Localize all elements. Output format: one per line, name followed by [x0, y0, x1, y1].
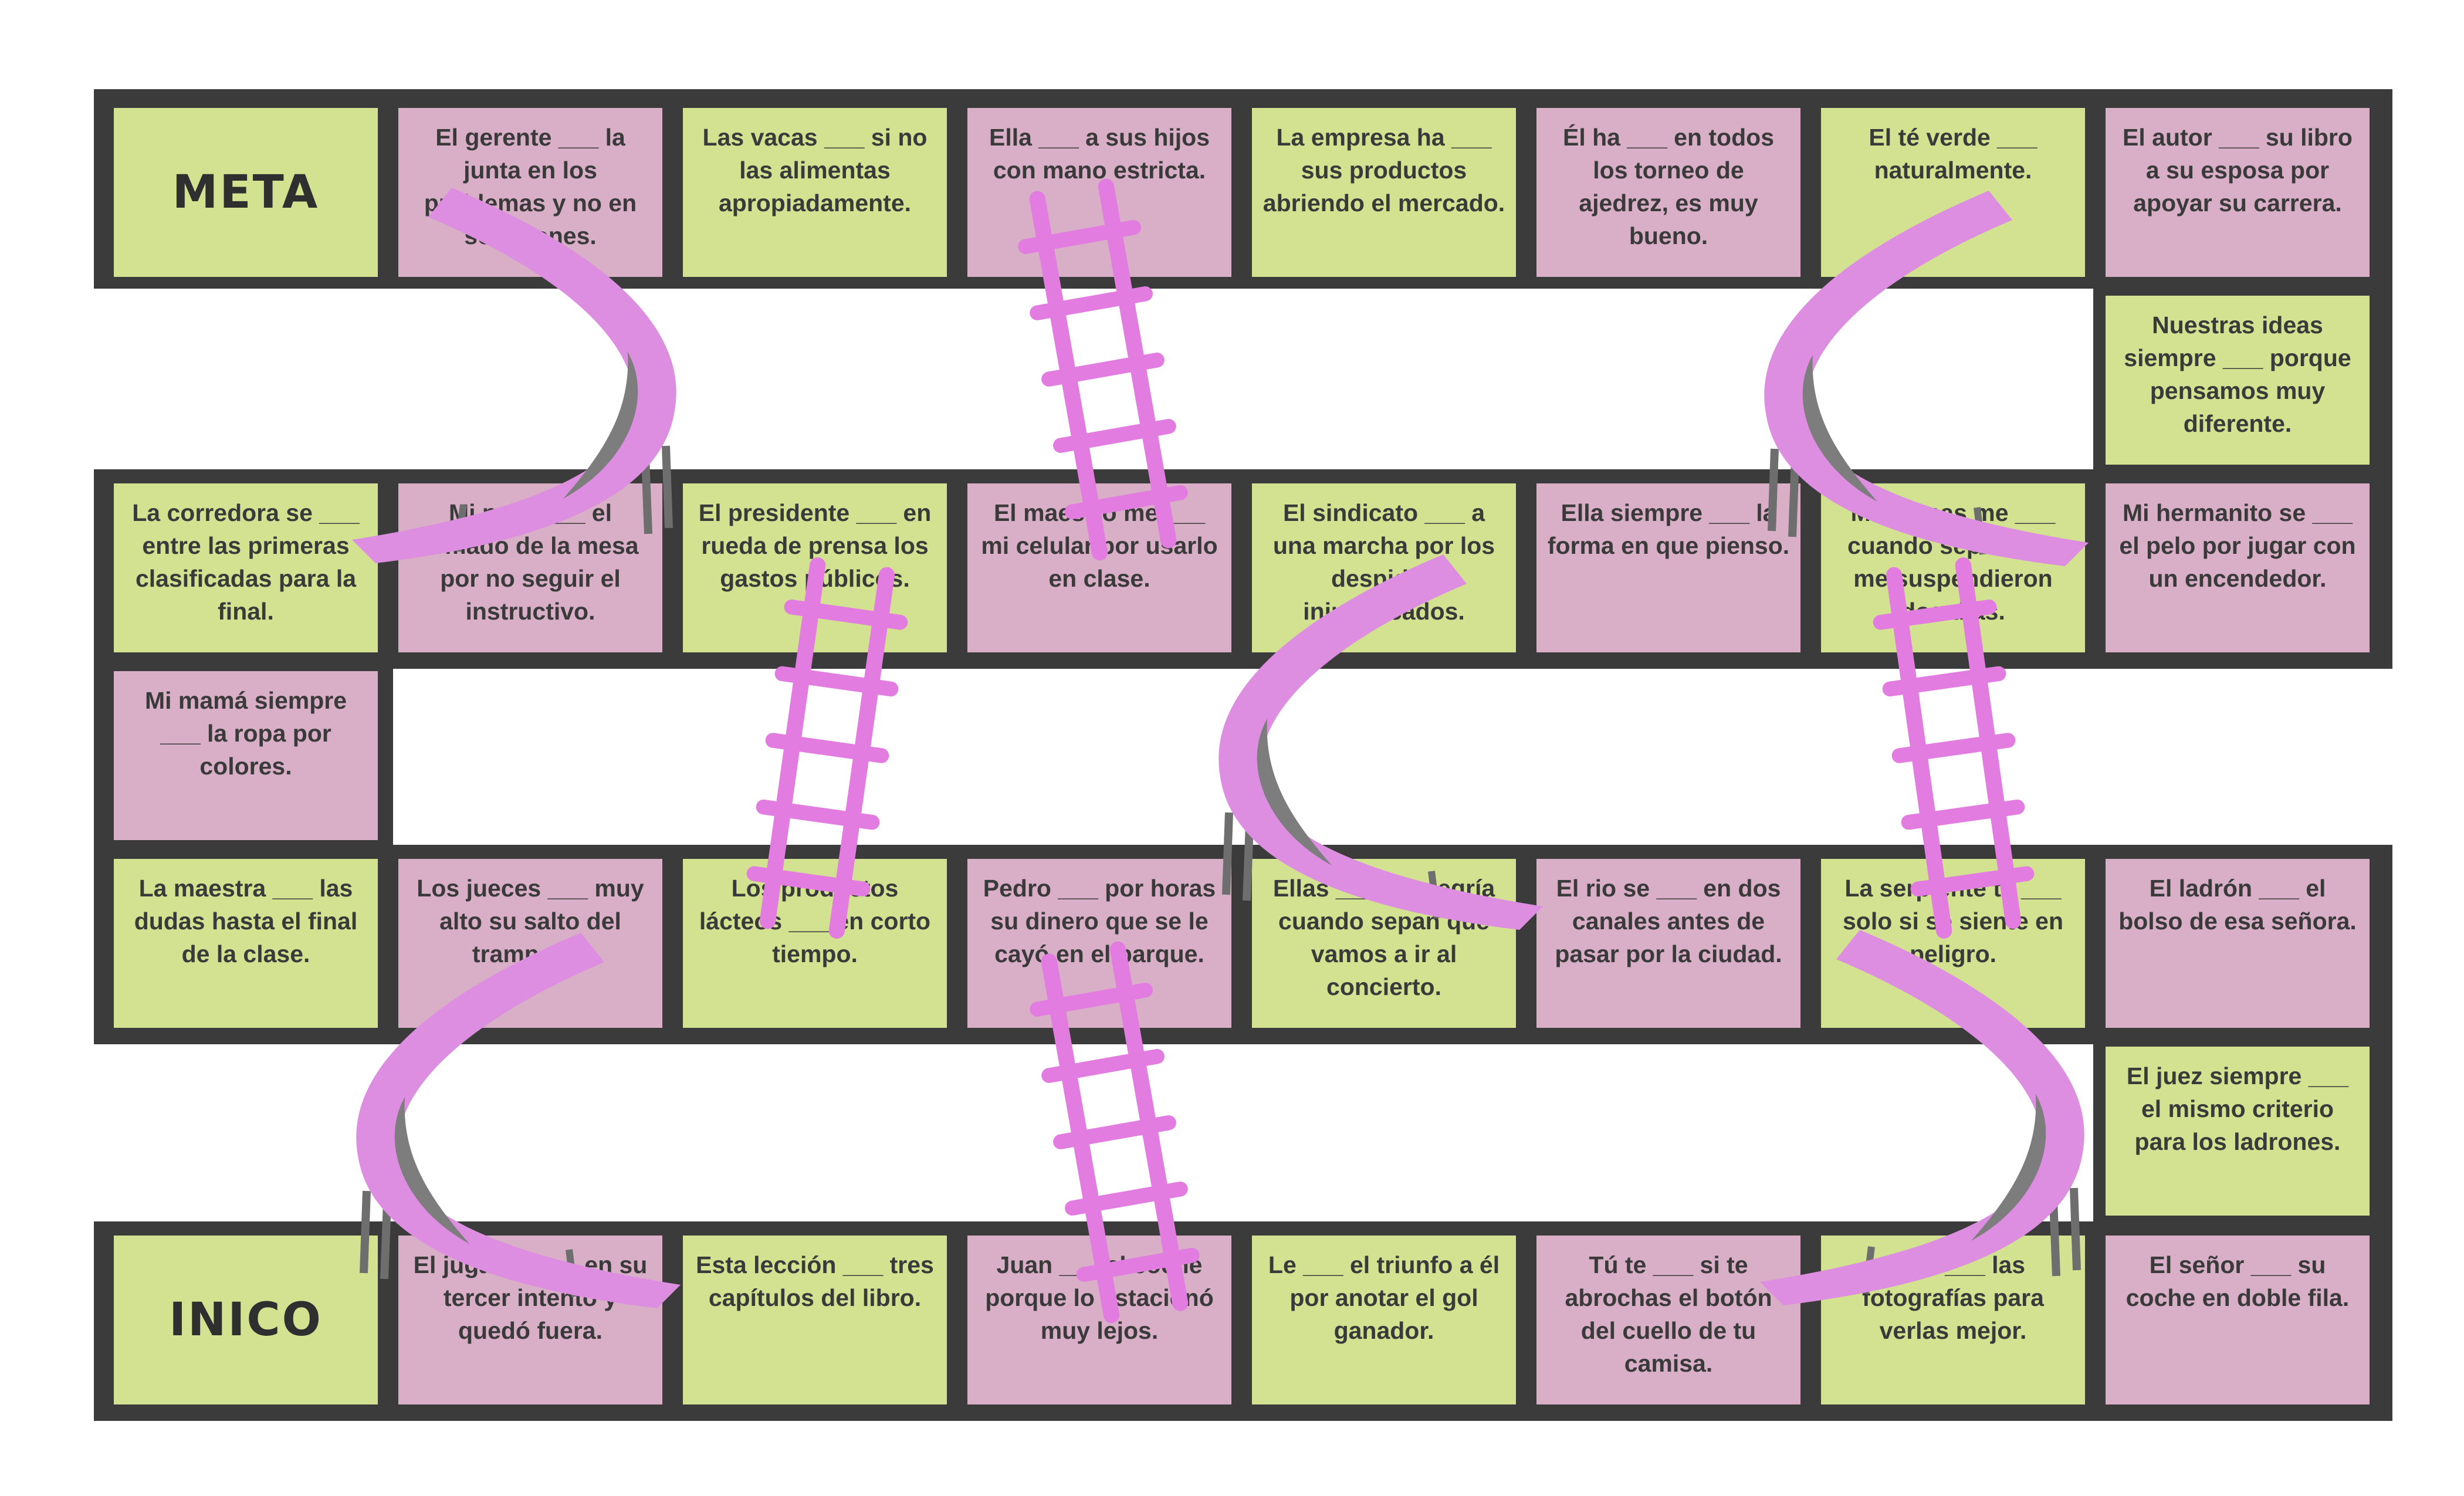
- board-square: El ladrón ___ el bolso de esa señora.: [2106, 859, 2370, 1028]
- board-square: La corredora se ___ entre las primeras c…: [114, 483, 378, 652]
- board-square: El jugador ___ en su tercer intento y qu…: [398, 1236, 662, 1404]
- board-square: Tú te ___ si te abrochas el botón del cu…: [1536, 1236, 1800, 1404]
- board-square: La serpiente te ___ solo si se siente en…: [1821, 859, 2085, 1028]
- board-square: Mi hermanito se ___ el pelo por jugar co…: [2106, 483, 2370, 652]
- board-square: Mi papá ___ el armado de la mesa por no …: [398, 483, 662, 652]
- board-square: El juez siempre ___ el mismo criterio pa…: [2106, 1047, 2370, 1216]
- board-square: Los productos lácteos ___ en corto tiemp…: [683, 859, 947, 1028]
- board-square: El té verde ___ naturalmente.: [1821, 108, 2085, 277]
- meta-cell: META: [114, 108, 378, 277]
- board-square: Ellas ___ de alegría cuando sepan que va…: [1252, 859, 1516, 1028]
- board-square: El maestro me ___ mi celular por usarlo …: [967, 483, 1231, 652]
- board-square: Él ha ___ en todos los torneo de ajedrez…: [1536, 108, 1800, 277]
- board-square: Le ___ el triunfo a él por anotar el gol…: [1252, 1236, 1516, 1404]
- board-square: La empresa ha ___ sus productos abriendo…: [1252, 108, 1516, 277]
- board-square: Juan ___ el coche porque lo estacionó mu…: [967, 1236, 1231, 1404]
- board-square: Ellos ___ las fotografías para verlas me…: [1821, 1236, 2085, 1404]
- board-square: Pedro ___ por horas su dinero que se le …: [967, 859, 1231, 1028]
- board-square: El autor ___ su libro a su esposa por ap…: [2106, 108, 2370, 277]
- board-square: El presidente ___ en rueda de prensa los…: [683, 483, 947, 652]
- board-square: Las vacas ___ si no las alimentas apropi…: [683, 108, 947, 277]
- board-square: Mi mamá siempre ___ la ropa por colores.: [114, 671, 378, 840]
- board-square: La maestra ___ las dudas hasta el final …: [114, 859, 378, 1028]
- board-square: El gerente ___ la junta en los problemas…: [398, 108, 662, 277]
- start-cell: INICO: [114, 1236, 378, 1404]
- board-square: Los jueces ___ muy alto su salto del tra…: [398, 859, 662, 1028]
- board-square: El rio se ___ en dos canales antes de pa…: [1536, 859, 1800, 1028]
- board-square: El sindicato ___ a una marcha por los de…: [1252, 483, 1516, 652]
- board-square: Esta lección ___ tres capítulos del libr…: [683, 1236, 947, 1404]
- board-square: Ella ___ a sus hijos con mano estricta.: [967, 108, 1231, 277]
- board-square: Nuestras ideas siempre ___ porque pensam…: [2106, 296, 2370, 465]
- board-square: Ella siempre ___ la forma en que pienso.: [1536, 483, 1800, 652]
- board-square: Mis papas me ___ cuando sepan que me sus…: [1821, 483, 2085, 652]
- board-square: El señor ___ su coche en doble fila.: [2106, 1236, 2370, 1404]
